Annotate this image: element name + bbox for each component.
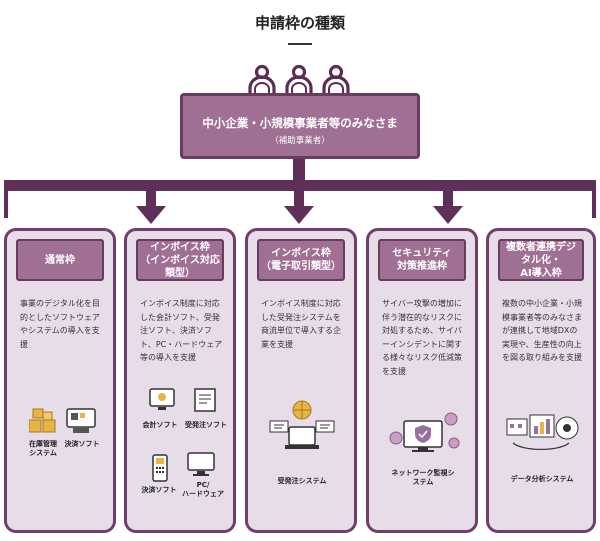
accounting-label: 会計ソフト: [142, 421, 178, 429]
data-analysis-label: データ分析システム: [510, 475, 574, 483]
icon-label: 決済ソフト: [137, 486, 181, 495]
inventory-icon: [29, 408, 56, 433]
card-standard: 通常枠 事業のデジタル化を目的としたソフトウェアやシステムの導入を支援 在庫管理…: [4, 228, 116, 533]
card-description: インボイス制度に対応した受発注システムを商流単位で導入する企業を支援: [261, 299, 341, 349]
card-title: 複数者連携デジタル化・ AI導入枠: [498, 239, 584, 281]
card-title: 通常枠: [16, 239, 104, 281]
order-label: 受発注ソフト: [185, 421, 227, 429]
icon-label: 決済ソフト: [59, 440, 105, 449]
title-underline: [288, 43, 312, 45]
card-description: インボイス制度に対応した会計ソフト、受発注ソフト、決済ソフト、PC・ハードウェア…: [140, 299, 223, 363]
page-title: 申請枠の種類: [254, 14, 345, 32]
card-title: インボイス枠 （電子取引類型）: [257, 239, 345, 281]
order-software-icon: [194, 388, 216, 412]
card-description: 事業のデジタル化を目的としたソフトウェアやシステムの導入を支援: [20, 299, 100, 349]
order-system-label: 受発注システム: [277, 477, 327, 485]
target-business-sublabel: （補助事業者）: [270, 136, 330, 146]
card-invoice-compliance: インボイス枠 （インボイス対応類型） インボイス制度に対応した会計ソフト、受発注…: [124, 228, 236, 533]
card-title: インボイス枠 （インボイス対応類型）: [136, 239, 224, 281]
icon-label: ネットワーク監視シ ステム: [373, 469, 473, 487]
pos-register-icon: [66, 408, 96, 433]
down-arrows: [136, 190, 463, 224]
icon-label: 受発注ソフト: [181, 421, 231, 430]
target-business-box: 中小企業・小規模事業者等のみなさま （補助事業者）: [180, 93, 420, 159]
order-system-icon: [269, 400, 335, 449]
accounting-software-icon: [149, 388, 175, 410]
card-multi-company-ai: 複数者連携デジタル化・ AI導入枠 複数の中小企業・小規模事業者等のみなさまが連…: [486, 228, 596, 533]
target-business-label: 中小企業・小規模事業者等のみなさま: [202, 116, 398, 130]
card-description: 複数の中小企業・小規模事業者等のみなさまが連携して地域DXの実現や、生産性の向上…: [502, 299, 582, 363]
card-description: サイバー攻撃の増加に伴う潜在的なリスクに対処するため、サイバーインシデントに関す…: [382, 299, 462, 376]
pc-label: PC/ ハードウェア: [182, 481, 224, 499]
network-monitor-label: ネットワーク監視シ ステム: [391, 469, 455, 487]
pc-hardware-icon: [187, 452, 215, 476]
icon-label: 在庫管理 システム: [21, 440, 65, 458]
people-icon: [248, 64, 350, 96]
pos-label: 決済ソフト: [64, 440, 100, 448]
card-invoice-ecommerce: インボイス枠 （電子取引類型） インボイス制度に対応した受発注システムを商流単位…: [245, 228, 357, 533]
icon-label: データ分析システム: [493, 475, 591, 484]
data-analysis-icon: [506, 414, 579, 451]
inventory-label: 在庫管理 システム: [29, 440, 57, 458]
icon-label: 会計ソフト: [137, 421, 183, 430]
icon-label: PC/ ハードウェア: [181, 481, 225, 499]
card-security: セキュリティ 対策推進枠 サイバー攻撃の増加に伴う潜在的なリスクに対処するため、…: [366, 228, 478, 533]
payment-label: 決済ソフト: [141, 486, 177, 494]
card-title: セキュリティ 対策推進枠: [378, 239, 466, 281]
payment-terminal-icon: [152, 454, 168, 482]
icon-label: 受発注システム: [252, 477, 352, 486]
network-monitor-icon: [389, 412, 460, 452]
